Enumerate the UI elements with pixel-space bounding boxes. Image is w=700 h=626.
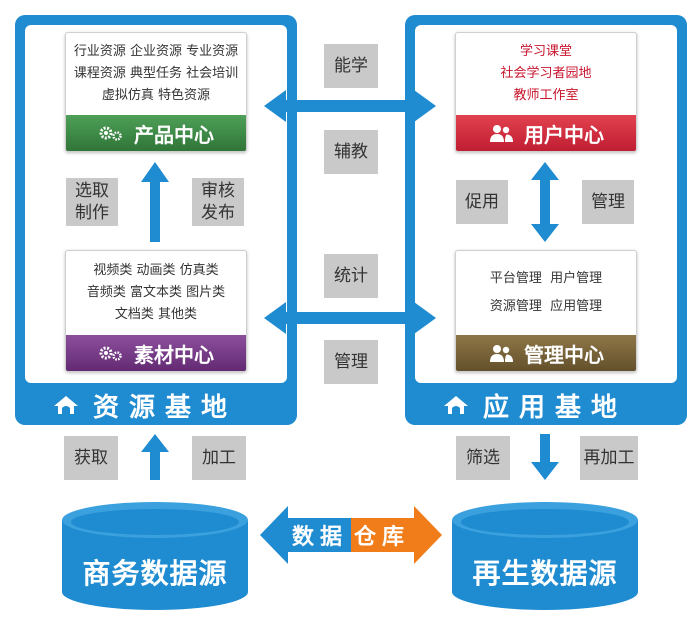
app-base-title-row: 应用基地	[443, 387, 627, 423]
users-icon	[490, 125, 513, 142]
regenerated-data-source-cylinder: 再生数据源	[452, 500, 638, 612]
review-publish-tag: 审核 发布	[192, 178, 244, 226]
product-center-body: 行业资源 企业资源 专业资源 课程资源 典型任务 社会培训 虚拟仿真 特色资源	[66, 33, 246, 115]
commercial-data-source-label: 商务数据源	[82, 557, 228, 590]
user-center-body: 学习课堂 社会学习者园地 教师工作室	[456, 33, 636, 115]
promote-use-tag: 促用	[456, 180, 508, 224]
material-center-row: 文档类 其他类	[114, 307, 198, 322]
product-center-row: 课程资源 典型任务 社会培训	[73, 66, 239, 81]
user-center-row: 社会学习者园地	[500, 66, 592, 81]
users-icon	[490, 345, 513, 362]
product-center-card: 行业资源 企业资源 专业资源 课程资源 典型任务 社会培训 虚拟仿真 特色资源 …	[65, 32, 247, 152]
mgmt-center-card: 平台管理 用户管理 资源管理 应用管理 管理中心	[455, 250, 637, 372]
vertical-double-arrow-icon	[531, 162, 559, 242]
data-warehouse-label-part1: 数据	[292, 525, 349, 550]
material-center-row: 视频类 动画类 仿真类	[93, 263, 219, 278]
resource-base-title: 资源基地	[93, 392, 238, 423]
up-arrow-icon	[141, 434, 169, 480]
app-base-title: 应用基地	[483, 392, 628, 423]
gears-icon	[99, 346, 122, 361]
material-center-body: 视频类 动画类 仿真类 音频类 富文本类 图片类 文档类 其他类	[66, 251, 246, 335]
database-cylinder-shape	[62, 502, 248, 610]
reprocess-tag: 再加工	[580, 436, 638, 480]
product-center-row: 虚拟仿真 特色资源	[101, 88, 211, 103]
filter-tag: 筛选	[456, 436, 510, 480]
mgmt-center-row: 资源管理 应用管理	[489, 299, 603, 314]
resource-base-title-row: 资源基地	[53, 387, 237, 423]
material-center-title: 素材中心	[134, 342, 214, 367]
house-icon	[444, 396, 468, 414]
gears-icon	[99, 126, 122, 141]
user-center-bar: 用户中心	[456, 115, 636, 151]
up-arrow-icon	[141, 162, 169, 242]
commercial-data-source-cylinder: 商务数据源	[62, 500, 248, 612]
user-center-card: 学习课堂 社会学习者园地 教师工作室 用户中心	[455, 32, 637, 152]
horizontal-double-arrow-icon	[264, 90, 436, 122]
product-center-bar: 产品中心	[66, 115, 246, 151]
ability-learn-tag: 能学	[324, 44, 378, 88]
assist-teach-tag: 辅教	[324, 130, 378, 174]
material-center-card: 视频类 动画类 仿真类 音频类 富文本类 图片类 文档类 其他类 素材中心	[65, 250, 247, 372]
product-center-row: 行业资源 企业资源 专业资源	[73, 44, 239, 59]
management-tag: 管理	[324, 340, 378, 384]
mgmt-center-body: 平台管理 用户管理 资源管理 应用管理	[456, 251, 636, 335]
mgmt-center-row: 平台管理 用户管理	[489, 271, 603, 286]
user-center-title: 用户中心	[524, 122, 604, 147]
regenerated-data-source-label: 再生数据源	[472, 557, 618, 590]
product-center-title: 产品中心	[134, 122, 214, 147]
mgmt-center-title: 管理中心	[524, 342, 604, 367]
data-warehouse-label-part2: 仓库	[354, 525, 411, 550]
user-center-row: 教师工作室	[513, 88, 579, 103]
material-center-row: 音频类 富文本类 图片类	[86, 285, 226, 300]
user-center-row: 学习课堂	[519, 44, 572, 59]
down-arrow-icon	[531, 434, 559, 480]
material-center-bar: 素材中心	[66, 335, 246, 371]
database-cylinder-shape	[452, 502, 638, 610]
horizontal-double-arrow-icon	[264, 302, 436, 334]
house-icon	[54, 396, 78, 414]
select-produce-tag: 选取 制作	[66, 178, 118, 226]
statistics-tag: 统计	[324, 254, 378, 298]
mgmt-center-bar: 管理中心	[456, 335, 636, 371]
process-tag: 加工	[192, 436, 246, 480]
manage-tag: 管理	[582, 180, 634, 224]
obtain-tag: 获取	[64, 436, 118, 480]
data-warehouse-label: 数据 仓库	[292, 518, 410, 552]
data-warehouse-double-arrow	[260, 506, 442, 564]
